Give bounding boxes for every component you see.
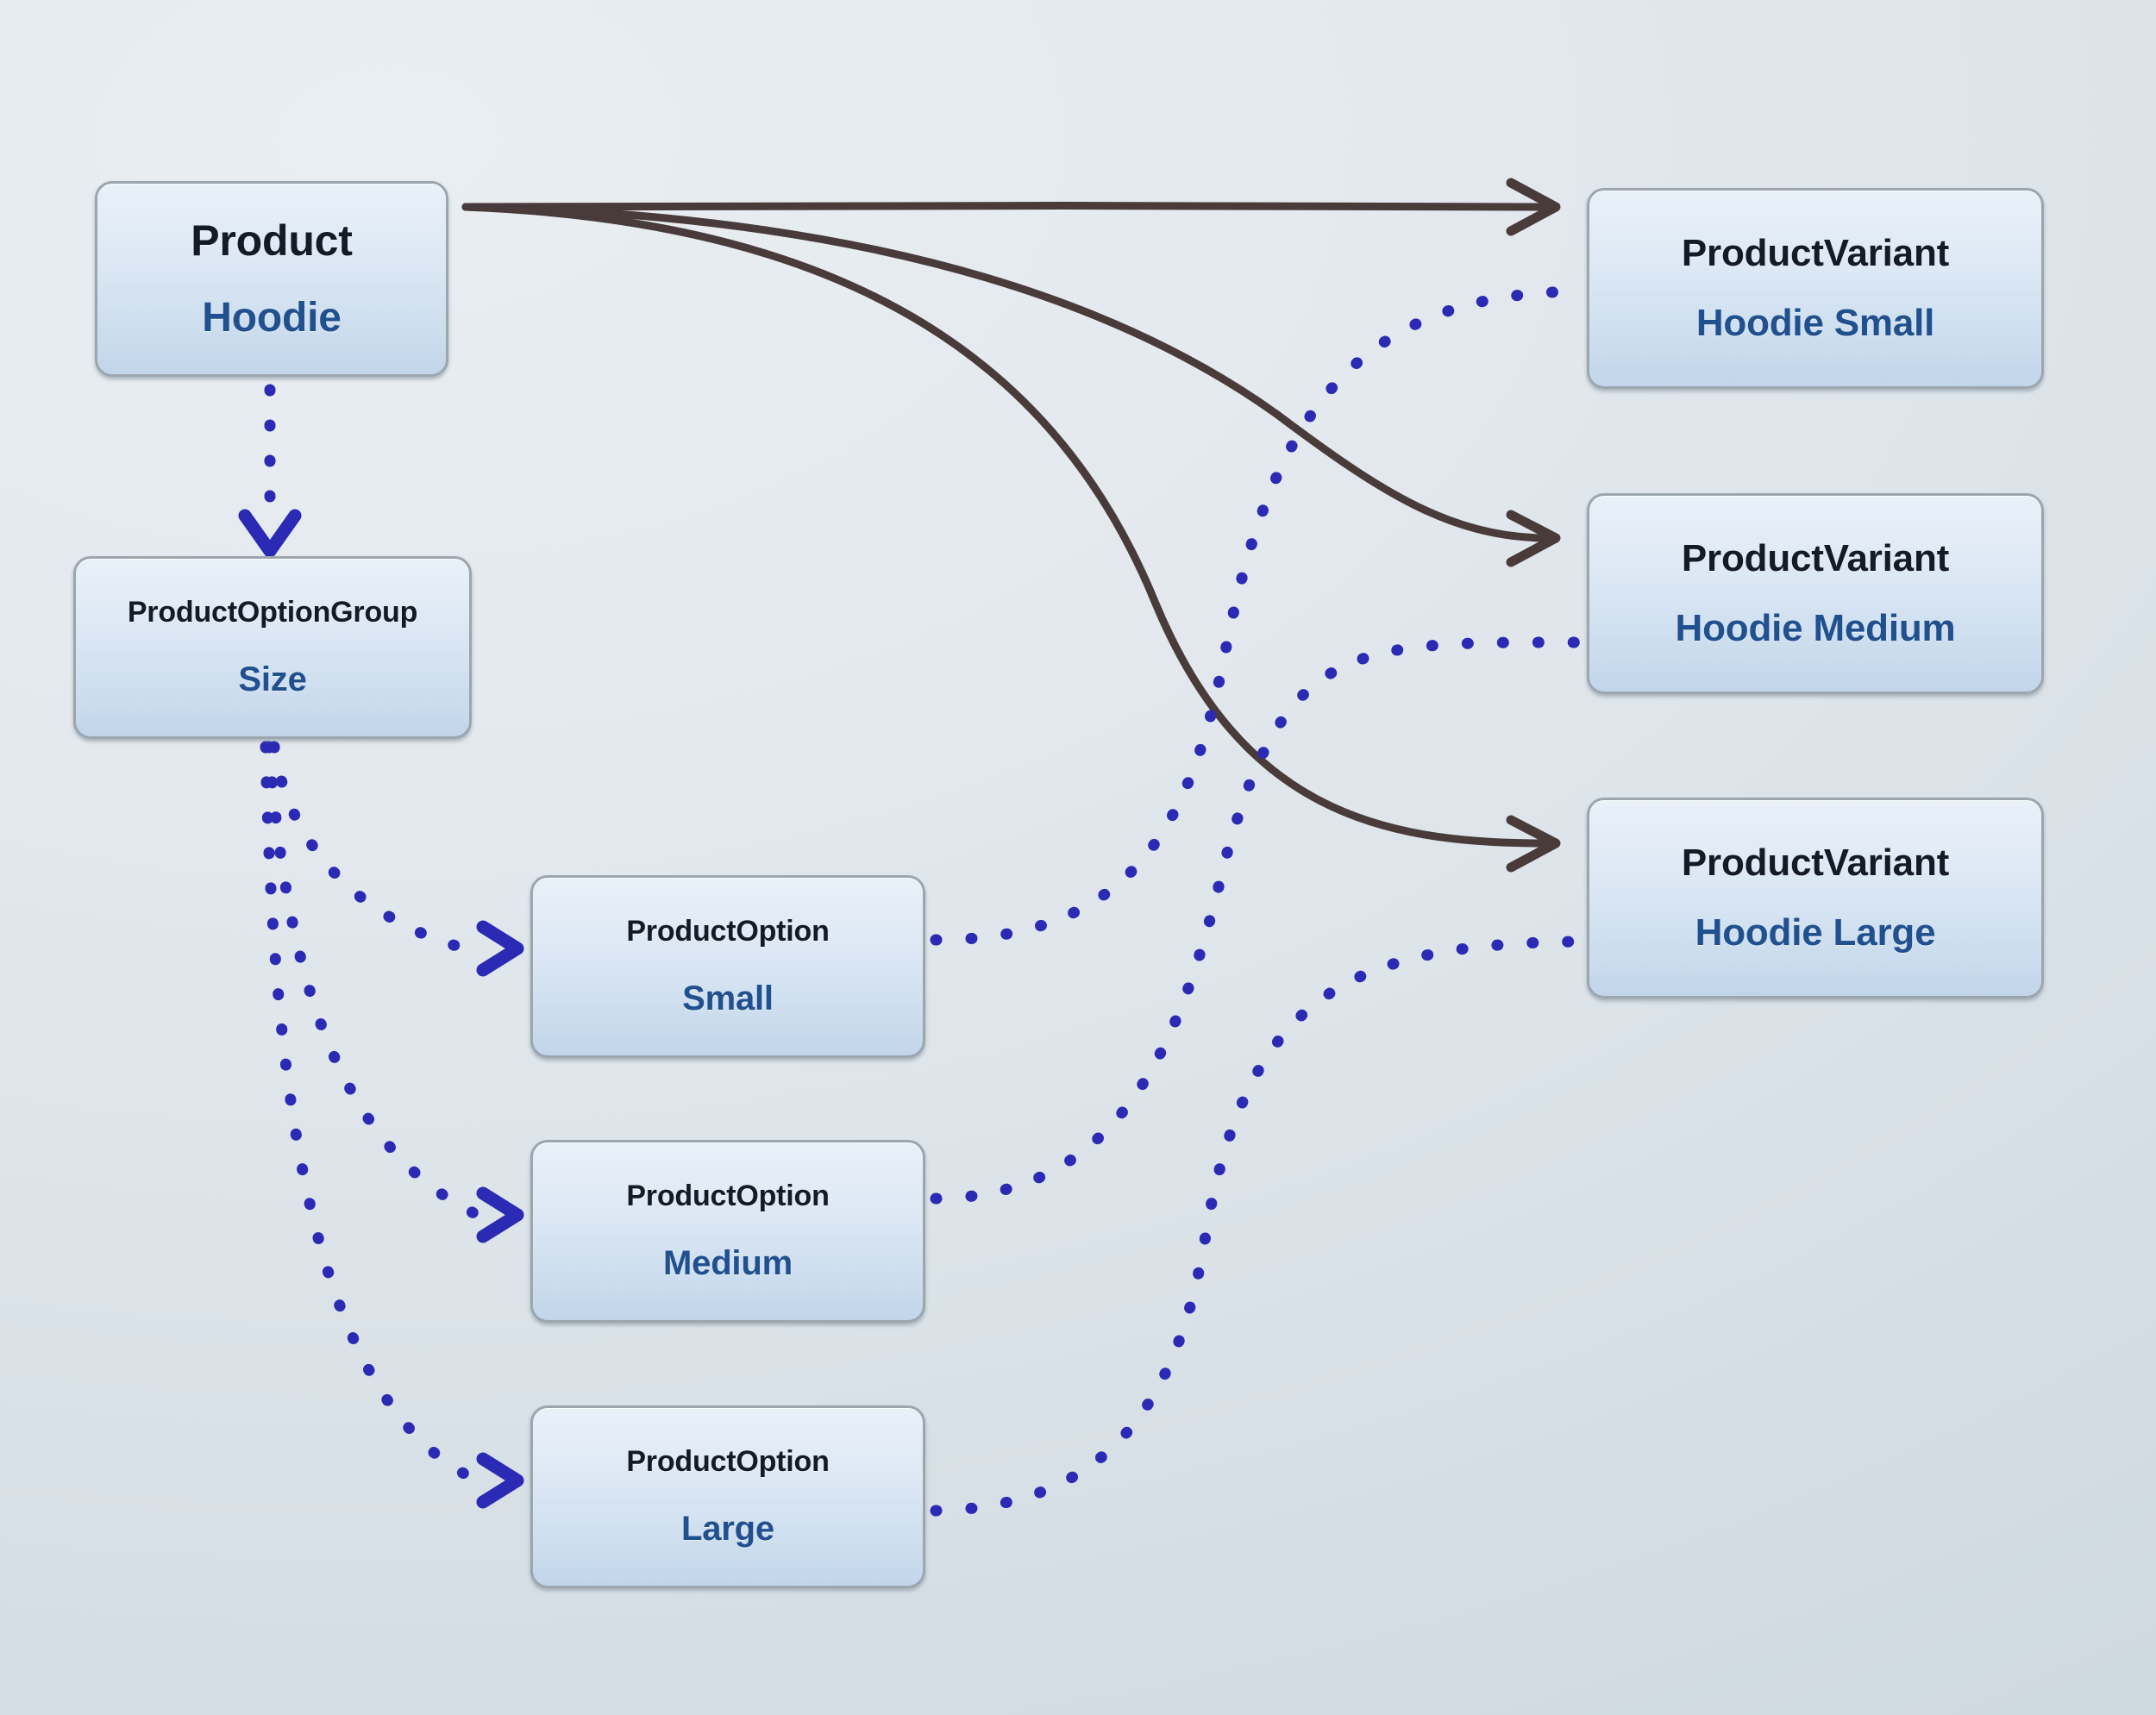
arrowhead-variant-small	[1506, 178, 1561, 236]
node-product-option-group[interactable]: ProductOptionGroup Size	[73, 556, 472, 739]
edge-group-to-option-medium	[263, 741, 489, 1224]
node-product-option-small[interactable]: ProductOption Small	[530, 875, 925, 1058]
node-product-option-group-name: Size	[238, 660, 307, 698]
node-product-option-medium-type: ProductOption	[626, 1180, 830, 1213]
edge-option-medium-to-variant-medium	[930, 636, 1584, 1205]
node-product-option-medium[interactable]: ProductOption Medium	[530, 1140, 925, 1323]
node-product-option-group-type: ProductOptionGroup	[127, 596, 418, 629]
node-product-option-large-type: ProductOption	[626, 1445, 830, 1479]
arrowhead-variant-medium	[1506, 510, 1561, 567]
arrowhead-option-small	[476, 920, 524, 977]
solid-edge-group	[461, 202, 1548, 848]
edge-product-to-variant-small	[461, 202, 1548, 211]
arrowhead-option-group	[238, 509, 302, 558]
edge-option-small-to-variant-small	[930, 285, 1584, 946]
node-product-option-large-name: Large	[681, 1509, 774, 1548]
node-product-variant-hoodie-large-type: ProductVariant	[1681, 842, 1950, 885]
node-product-variant-hoodie-medium-type: ProductVariant	[1681, 537, 1950, 580]
node-product-option-small-name: Small	[682, 979, 774, 1017]
node-product-variant-hoodie-small-type: ProductVariant	[1681, 232, 1950, 275]
node-product-option-small-type: ProductOption	[626, 915, 830, 948]
edge-group-to-option-small	[268, 741, 489, 959]
node-product-variant-hoodie-small-name: Hoodie Small	[1695, 301, 1935, 344]
arrowhead-option-large	[476, 1452, 524, 1509]
edge-product-to-variant-large	[461, 203, 1548, 848]
node-product-variant-hoodie-large-name: Hoodie Large	[1695, 911, 1936, 954]
node-product-option-medium-name: Medium	[663, 1243, 793, 1282]
node-product-name: Hoodie	[202, 294, 342, 341]
edge-product-to-variant-medium	[461, 203, 1548, 542]
edge-option-large-to-variant-large	[930, 936, 1584, 1517]
node-product-variant-hoodie-medium[interactable]: ProductVariant Hoodie Medium	[1587, 493, 2044, 694]
node-product-option-large[interactable]: ProductOption Large	[530, 1405, 925, 1588]
node-product[interactable]: Product Hoodie	[95, 181, 448, 377]
node-product-variant-hoodie-large[interactable]: ProductVariant Hoodie Large	[1587, 798, 2044, 998]
node-product-variant-hoodie-medium-name: Hoodie Medium	[1675, 606, 1956, 649]
edge-group-to-option-large	[260, 741, 489, 1489]
arrowhead-variant-large	[1506, 815, 1561, 873]
node-product-variant-hoodie-small[interactable]: ProductVariant Hoodie Small	[1587, 188, 2044, 389]
solid-arrowheads	[1506, 178, 1561, 873]
arrowhead-option-medium	[476, 1186, 524, 1243]
node-product-type: Product	[191, 216, 353, 266]
